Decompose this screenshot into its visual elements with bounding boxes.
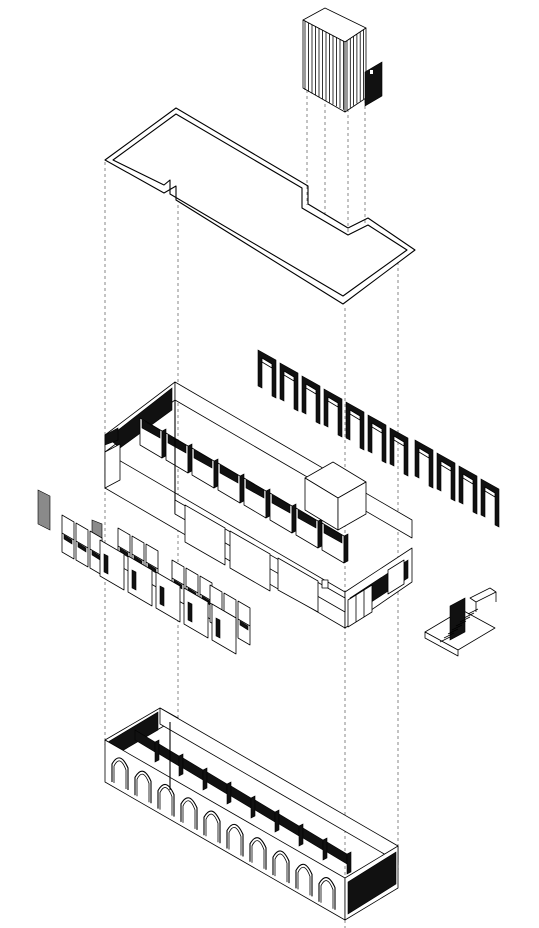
ground-floor-arcade <box>104 707 399 921</box>
roof-lantern <box>302 7 383 113</box>
left-modules <box>37 489 251 655</box>
middle-floor-block <box>104 381 413 629</box>
roof-plane <box>104 107 416 305</box>
stair-module <box>424 587 497 657</box>
wall-frames-lower <box>414 439 500 528</box>
wall-frames-upper <box>257 349 409 477</box>
